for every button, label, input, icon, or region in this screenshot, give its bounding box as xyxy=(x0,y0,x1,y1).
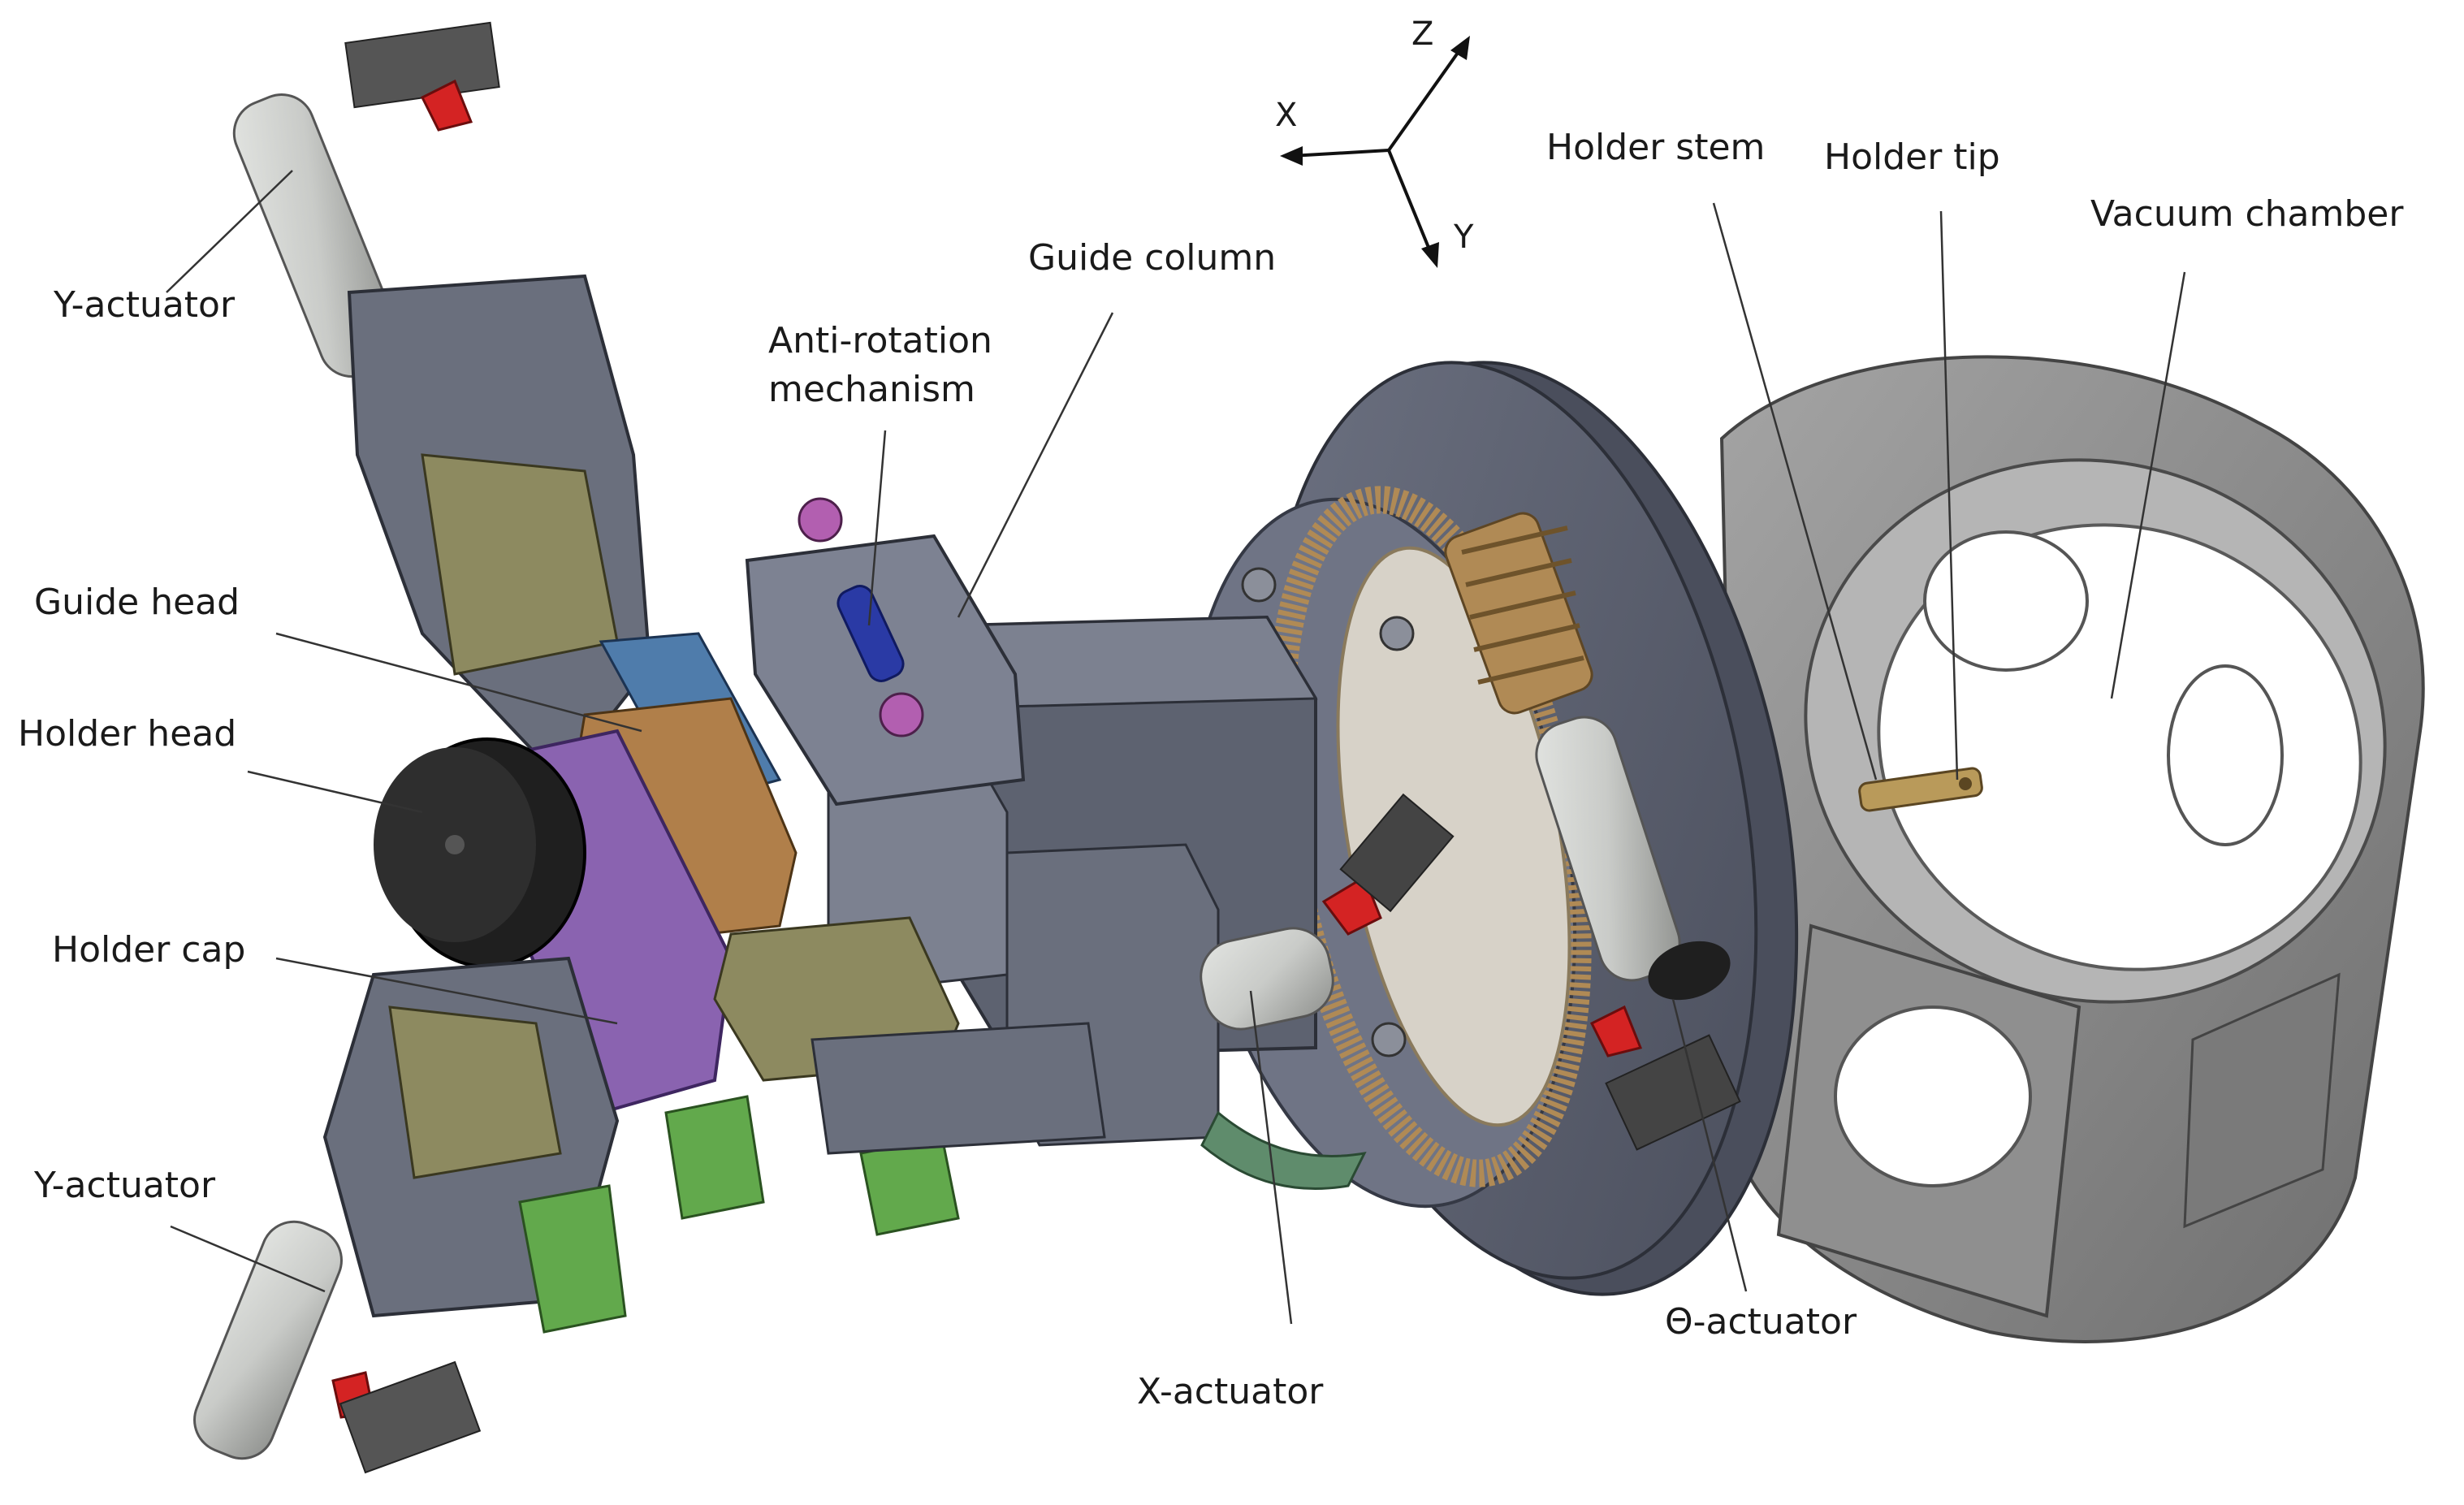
label-holder-cap: Holder cap xyxy=(52,929,246,971)
leader-guide-head xyxy=(275,632,642,733)
leader-x-actuator xyxy=(1249,990,1293,1325)
leader-y-actuator-bottom xyxy=(170,1225,326,1293)
label-holder-tip: Holder tip xyxy=(1824,136,2000,178)
leader-holder-tip xyxy=(1939,210,1959,781)
axis-y-label: Y xyxy=(1454,218,1474,256)
leader-lines xyxy=(166,170,2186,1325)
leader-guide-column xyxy=(957,312,1114,618)
label-anti-rotation-line2: mechanism xyxy=(768,369,975,410)
axis-x-label: X xyxy=(1275,97,1298,134)
worm-gear xyxy=(1444,512,1593,715)
leader-y-actuator-top xyxy=(166,170,293,293)
label-theta-actuator: Θ-actuator xyxy=(1665,1301,1857,1343)
axis-z-label: Z xyxy=(1411,15,1434,53)
vacuum-chamber xyxy=(1719,355,2425,1343)
leader-holder-stem xyxy=(1712,202,1878,781)
label-guide-head: Guide head xyxy=(34,582,240,623)
label-y-actuator-bottom: Y-actuator xyxy=(34,1165,216,1206)
leader-anti-rotation xyxy=(867,430,887,626)
head-assembly xyxy=(193,21,1106,1474)
label-anti-rotation-line1: Anti-rotation xyxy=(768,320,992,361)
label-vacuum-chamber: Vacuum chamber xyxy=(2090,193,2404,235)
axes-triad xyxy=(1280,36,1470,268)
label-holder-head: Holder head xyxy=(18,713,237,755)
leader-theta-actuator xyxy=(1671,998,1748,1292)
label-guide-column: Guide column xyxy=(1028,237,1277,279)
anti-rotation-part xyxy=(745,497,1026,807)
label-holder-stem: Holder stem xyxy=(1546,127,1766,168)
leader-holder-cap xyxy=(275,957,618,1025)
leader-holder-head xyxy=(247,770,423,814)
theta-actuator-part xyxy=(1535,716,1741,1151)
leader-vacuum-chamber xyxy=(2110,271,2186,699)
label-x-actuator: X-actuator xyxy=(1137,1371,1324,1412)
label-y-actuator-top: Y-actuator xyxy=(54,284,236,326)
holder-stem-part xyxy=(1858,767,1983,812)
x-actuator-part xyxy=(1200,793,1455,1031)
